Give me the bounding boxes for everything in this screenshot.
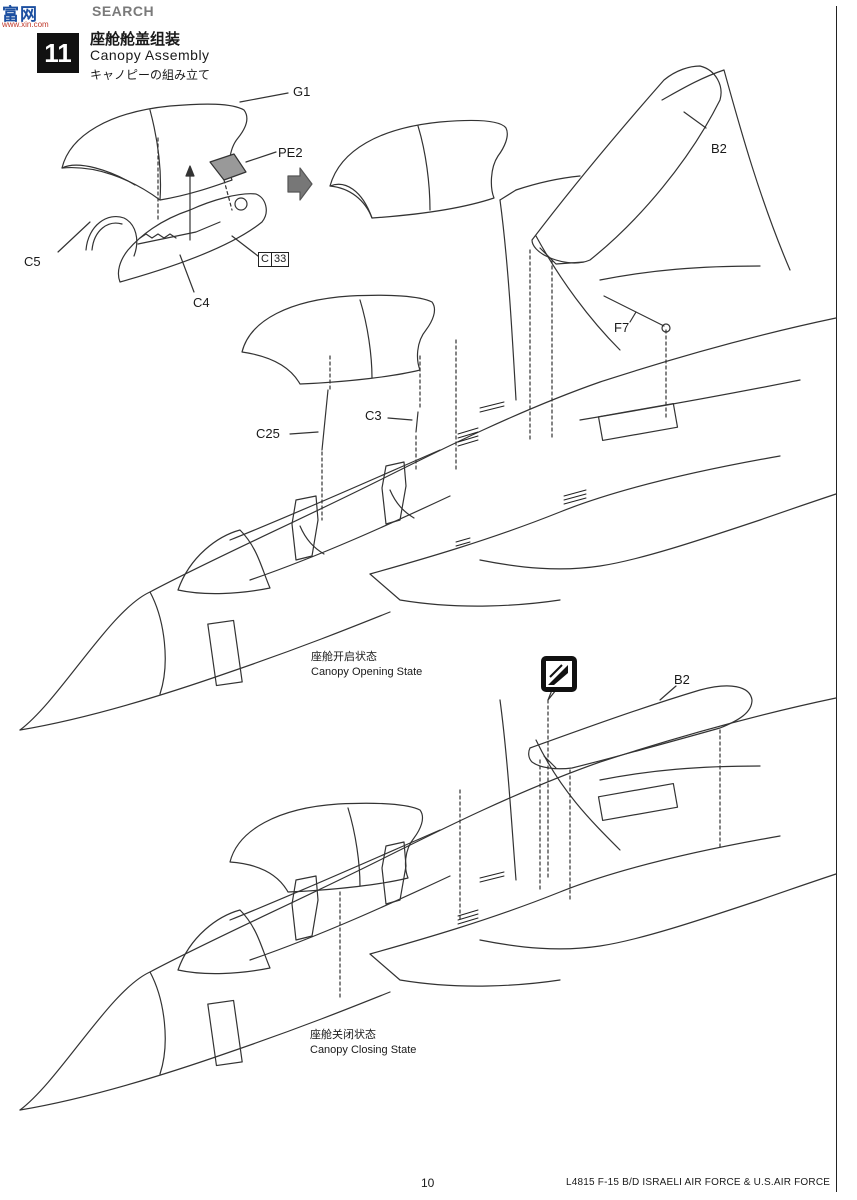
pin-c3-shape	[415, 411, 419, 433]
leader-b2-top	[683, 111, 707, 129]
step-title-japanese: キャノピーの組み立て	[90, 68, 211, 82]
rod-f7-shape	[603, 295, 665, 327]
part-label-c5: C5	[24, 254, 41, 269]
canopy-g1-rim	[61, 164, 136, 186]
page-border	[836, 6, 837, 1192]
leader-g1	[239, 92, 289, 103]
part-label-f7: F7	[614, 320, 630, 335]
jet-open-state	[19, 65, 837, 731]
watermark-search-text: SEARCH	[92, 3, 155, 19]
sprue-number: 33	[271, 252, 290, 267]
part-label-b2-top: B2	[711, 141, 727, 156]
part-label-c3: C3	[365, 408, 382, 423]
part-label-pe2: PE2	[278, 145, 303, 160]
watermark-url: www.xin.com	[2, 20, 49, 29]
leader-c3	[387, 417, 413, 421]
sill-c4-shape	[117, 193, 267, 283]
frame-c5-shape	[85, 216, 138, 257]
part-label-c25: C25	[256, 426, 280, 441]
canopy-completed-shape	[329, 119, 508, 219]
caption-closed-en: Canopy Closing State	[310, 1044, 417, 1056]
speed-brake-b2-raised	[531, 65, 722, 264]
step-title-english: Canopy Assembly	[90, 47, 210, 63]
canopy-raised-shape	[241, 294, 436, 385]
caption-open-cn: 座舱开启状态	[311, 651, 377, 663]
caption-closed-cn: 座舱关闭状态	[310, 1029, 376, 1041]
leader-pe2	[245, 151, 277, 163]
part-label-g1: G1	[293, 84, 311, 99]
leader-b2-bottom	[659, 685, 677, 701]
leader-f7	[629, 311, 637, 323]
cement-symbol-icon	[541, 656, 577, 692]
canopy-g1-frame	[149, 109, 162, 201]
canopy-closing-shape	[229, 802, 424, 893]
watermark-logo: 富网	[2, 5, 38, 24]
part-label-b2-bottom: B2	[674, 672, 690, 687]
part-label-c4: C4	[193, 295, 210, 310]
next-step-arrow-icon	[287, 167, 313, 201]
leader-c4	[179, 254, 195, 293]
strut-c25-shape	[321, 389, 329, 451]
sprue-letter: C	[258, 252, 272, 267]
photo-etch-pe2-shape	[209, 153, 247, 181]
site-watermark: 富网 SEARCH www.xin.com	[0, 0, 220, 34]
step-title-chinese: 座舱舱盖组装	[90, 31, 181, 48]
step-number: 11	[37, 33, 79, 73]
canopy-g1-shape	[61, 103, 248, 201]
caption-closed-state: 座舱关闭状态 Canopy Closing State	[310, 1028, 416, 1058]
speed-brake-b2-closed	[528, 685, 753, 770]
caption-open-en: Canopy Opening State	[311, 666, 423, 678]
kit-code: L4815 F-15 B/D ISRAELI AIR FORCE & U.S.A…	[566, 1177, 831, 1188]
leader-c25	[289, 431, 319, 435]
leader-c5	[57, 221, 91, 253]
canopy-subassembly	[57, 92, 289, 293]
sprue-reference-c33: C 33	[258, 252, 290, 267]
jet-closed-state	[19, 679, 837, 1111]
page-number: 10	[421, 1176, 435, 1190]
caption-open-state: 座舱开启状态 Canopy Opening State	[311, 650, 422, 680]
